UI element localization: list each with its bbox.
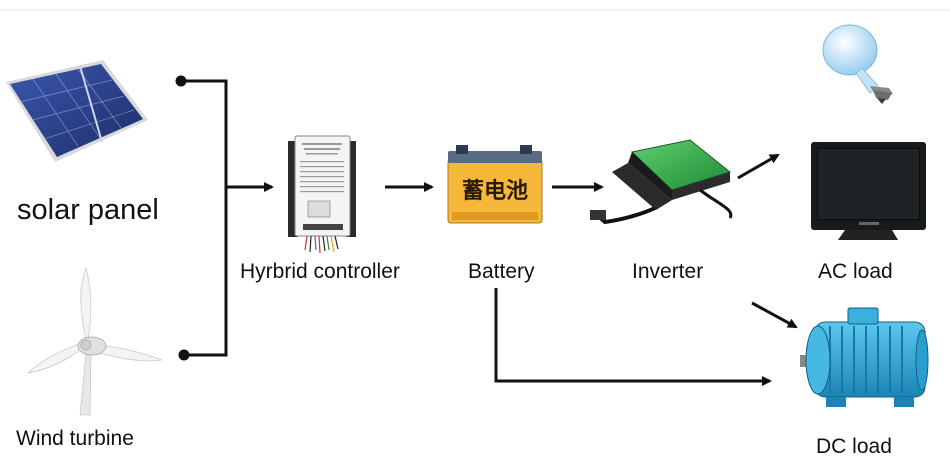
wind-turbine-icon <box>26 266 163 416</box>
motor-icon <box>800 307 929 407</box>
arrow-to-ac-load <box>737 153 780 180</box>
source-connector-lines <box>175 75 228 361</box>
wind-turbine-label: Wind turbine <box>16 427 134 450</box>
battery-label: Battery <box>468 260 535 283</box>
inverter-label: Inverter <box>632 260 704 283</box>
battery-to-dc-load-line <box>494 288 772 386</box>
solar-panel-label: solar panel <box>17 194 159 226</box>
light-bulb-icon <box>822 24 893 104</box>
tv-icon <box>811 142 926 240</box>
battery-icon: 蓄电池 <box>447 145 543 224</box>
controller-label: Hyrbrid controller <box>240 260 400 283</box>
ac-load-label: AC load <box>818 260 893 283</box>
inverter-icon <box>590 139 733 225</box>
solar-panel-icon <box>6 60 148 162</box>
controller-icon <box>288 135 356 254</box>
dc-load-label: DC load <box>816 435 892 458</box>
battery-chinese-label: 蓄电池 <box>462 179 528 204</box>
arrow-to-motor <box>751 301 798 329</box>
